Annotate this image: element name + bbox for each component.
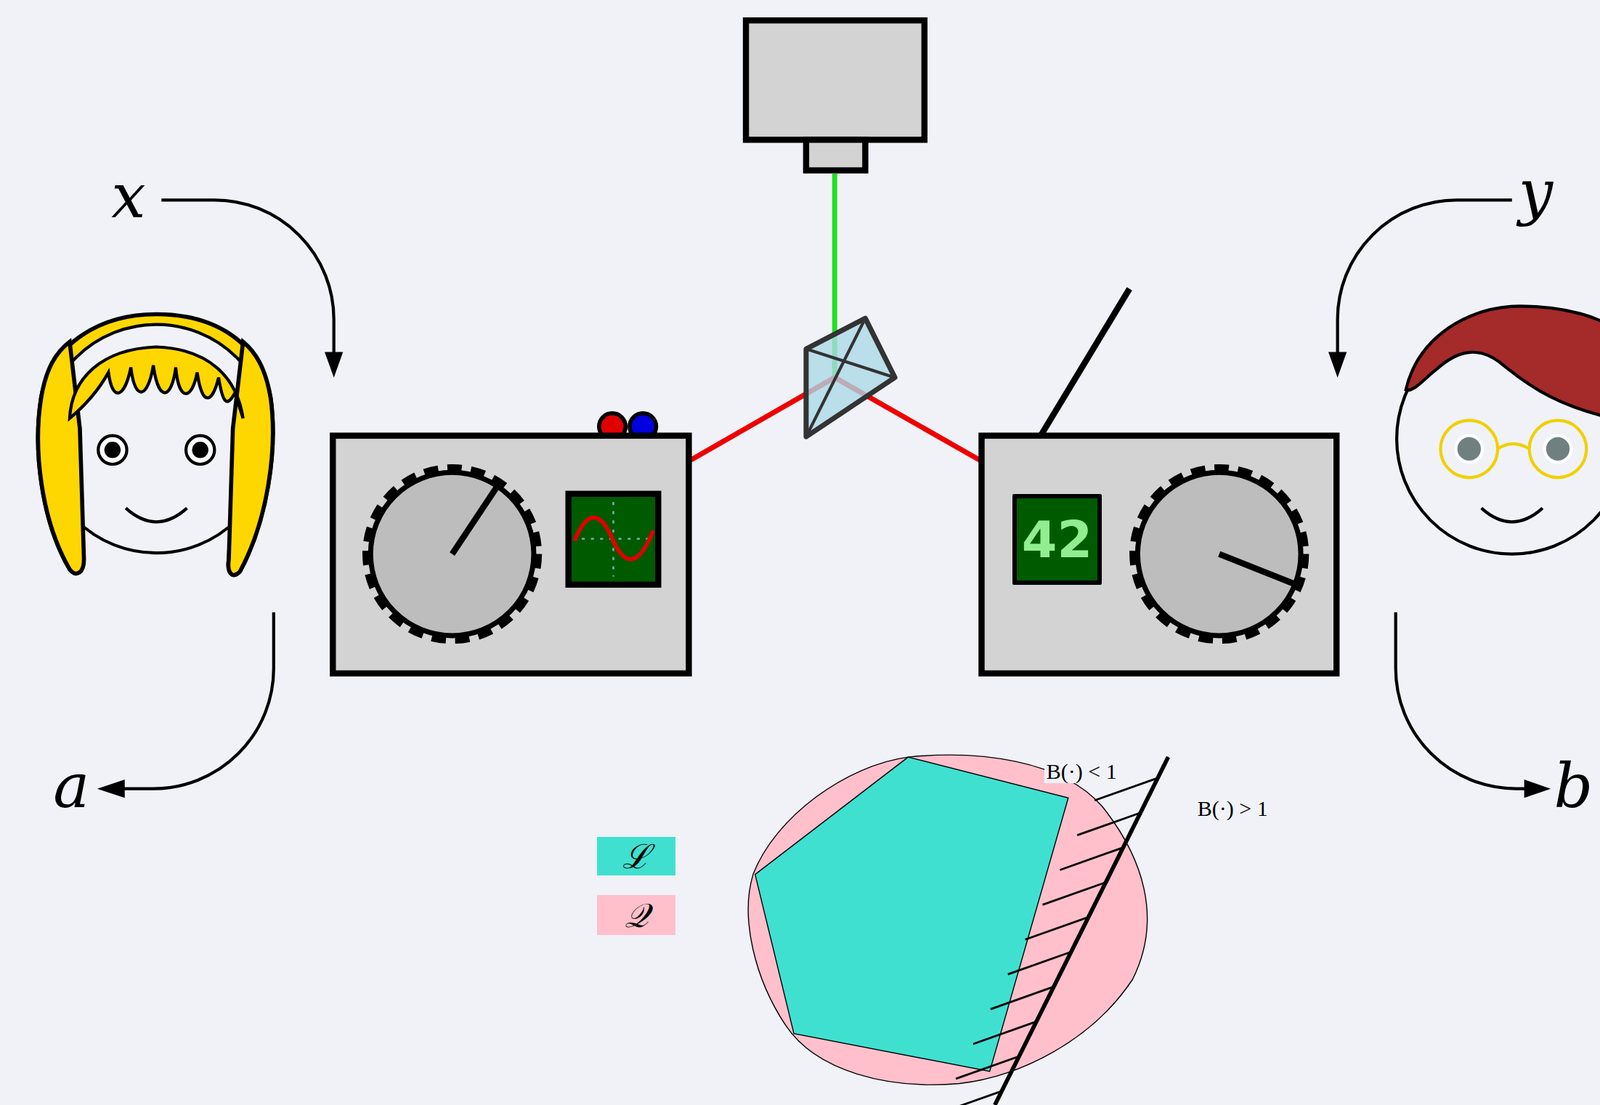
hatch-stroke [938, 1090, 1002, 1105]
hatch-stroke [1025, 916, 1089, 940]
bob-device [981, 288, 1337, 673]
hatch-stroke [990, 986, 1054, 1009]
crystal [806, 318, 895, 437]
hatch-stroke [973, 1021, 1037, 1044]
inequality-label: B(·) > 1 [1195, 796, 1271, 820]
input-label: y [1518, 161, 1553, 223]
hatch-stroke [1008, 951, 1072, 974]
alice-device [332, 413, 689, 674]
legend-label: ℒ [622, 839, 651, 873]
alice [37, 314, 273, 576]
display-box: 42 [1012, 493, 1103, 585]
correlation-sets [748, 754, 1168, 1105]
output-label: b [1554, 755, 1594, 817]
hatch-stroke [1059, 847, 1123, 871]
a-arrow [120, 612, 274, 789]
bob [1396, 305, 1600, 554]
hatch-stroke [1077, 812, 1141, 836]
display-reading: 42 [1021, 514, 1093, 566]
hatch-stroke [1042, 881, 1106, 905]
b-arrow [1395, 612, 1531, 789]
legend-label: 𝒬 [624, 898, 649, 932]
inequality-label: B(·) < 1 [1044, 759, 1120, 783]
hatch-stroke [955, 1056, 1019, 1079]
input-label: x [111, 165, 146, 227]
source [745, 20, 925, 170]
io-arrows [97, 199, 1551, 798]
output-label: a [53, 755, 90, 817]
